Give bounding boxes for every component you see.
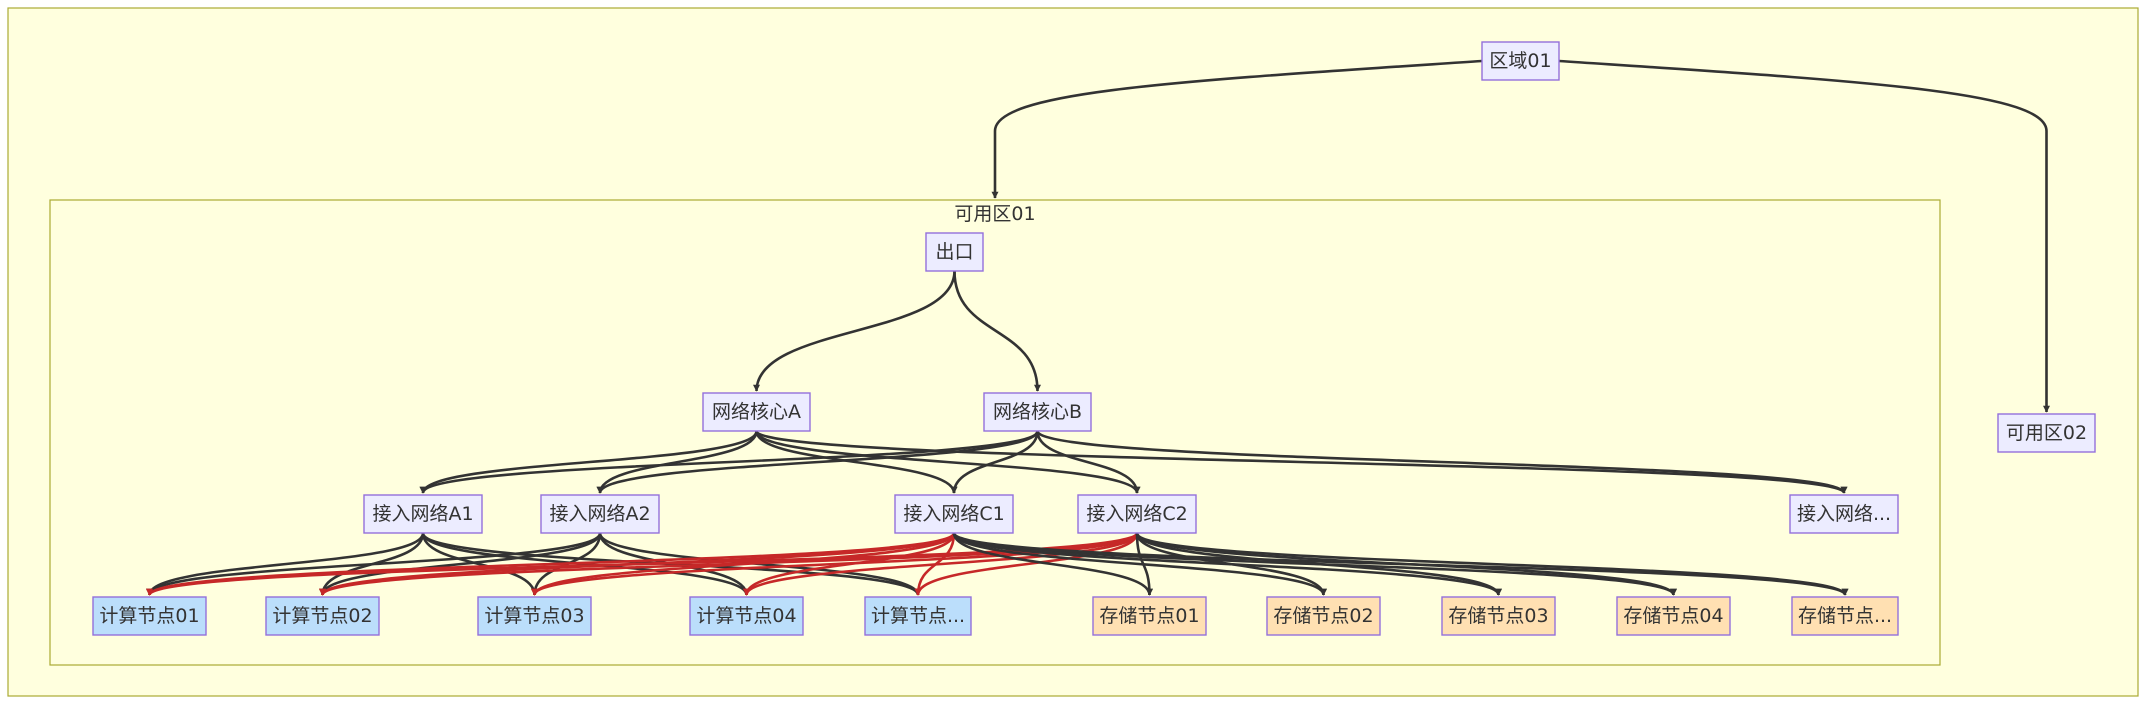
edge-accC2-to-cmpX [914,532,1139,596]
node-sto02[interactable]: 存储节点02 [1266,596,1381,636]
node-accX-box [1789,494,1899,534]
edge-accA1-to-cmp03 [421,532,538,596]
node-exit-box [925,232,984,272]
node-accX[interactable]: 接入网络... [1789,494,1899,534]
node-stoX-box [1791,596,1899,636]
node-cmp02[interactable]: 计算节点02 [265,596,380,636]
node-accC1-box [894,494,1014,534]
edge-accC1-to-sto01 [952,532,1153,596]
node-cmpX-box [864,596,972,636]
node-coreA-box [702,392,811,432]
edge-coreA-to-accA2 [596,430,758,494]
node-accC2-box [1077,494,1197,534]
edge-accC2-to-sto02 [1135,532,1327,596]
node-cmp02-box [265,596,380,636]
node-sto01-box [1092,596,1207,636]
node-sto02-label: 存储节点02 [1273,605,1373,627]
node-sto04[interactable]: 存储节点04 [1616,596,1731,636]
node-sto01[interactable]: 存储节点01 [1092,596,1207,636]
node-accA1[interactable]: 接入网络A1 [363,494,483,534]
node-exit-label: 出口 [935,241,973,263]
node-az02-box [1997,413,2096,453]
node-az02[interactable]: 可用区02 [1997,413,2096,453]
node-cmp01[interactable]: 计算节点01 [92,596,207,636]
node-accC1[interactable]: 接入网络C1 [894,494,1014,534]
edge-accC2-to-cmp02 [319,531,1139,597]
node-region01[interactable]: 区域01 [1481,41,1560,81]
node-coreB-label: 网络核心B [993,401,1082,423]
node-sto03-box [1441,596,1556,636]
node-accA1-label: 接入网络A1 [372,503,473,525]
node-cmp03[interactable]: 计算节点03 [477,596,592,636]
node-cmp04-label: 计算节点04 [696,605,796,627]
node-sto01-label: 存储节点01 [1099,605,1199,627]
node-cmp04-box [689,596,804,636]
clusters-layer: 可用区01 [7,7,2139,697]
edges-layer [146,59,2050,597]
node-cmp03-box [477,596,592,636]
edge-region01-to-az01 [991,59,1483,199]
edge-accA2-to-cmp01 [146,532,602,596]
node-sto02-box [1266,596,1381,636]
node-sto04-label: 存储节点04 [1623,605,1723,627]
node-accC2-label: 接入网络C2 [1086,503,1187,525]
edge-accC2-to-sto03 [1135,532,1502,596]
node-accC2[interactable]: 接入网络C2 [1077,494,1197,534]
node-cmpX[interactable]: 计算节点... [864,596,972,636]
node-accX-label: 接入网络... [1797,503,1891,525]
edge-coreB-to-accA1 [419,430,1039,494]
node-sto04-box [1616,596,1731,636]
edge-coreB-to-accX [1036,429,1848,495]
edge-region01-to-az02 [1558,59,2050,413]
node-accA1-box [363,494,483,534]
edge-coreB-to-accC2 [1036,430,1141,494]
node-accA2[interactable]: 接入网络A2 [540,494,660,534]
node-cmp03-label: 计算节点03 [484,605,584,627]
node-exit[interactable]: 出口 [925,232,984,272]
node-cmp01-label: 计算节点01 [99,605,199,627]
node-cmp02-label: 计算节点02 [272,605,372,627]
node-cmp01-box [92,596,207,636]
edge-accC2-to-sto01 [1135,532,1153,596]
node-az02-label: 可用区02 [2006,422,2087,444]
edge-accA2-to-cmp02 [319,532,602,596]
node-accC1-label: 接入网络C1 [903,503,1004,525]
node-coreB[interactable]: 网络核心B [983,392,1092,432]
cluster-az01: 可用区01 [49,199,1941,666]
node-coreB-box [983,392,1092,432]
edge-exit-to-coreA [753,270,956,392]
edge-accC2-to-cmp04 [743,532,1139,596]
edge-accA1-to-cmp01 [146,532,425,596]
edge-accC2-to-stoX [1135,532,1849,596]
cluster-az01-label: 可用区01 [954,203,1035,225]
edge-coreA-to-accC1 [755,430,958,494]
edge-coreB-to-accC1 [950,430,1039,494]
edge-accC2-to-cmp03 [531,532,1139,596]
edge-coreA-to-accX [755,429,1848,495]
node-sto03[interactable]: 存储节点03 [1441,596,1556,636]
node-coreA-label: 网络核心A [712,401,801,423]
edge-coreA-to-accA1 [419,430,758,494]
node-cmpX-label: 计算节点... [871,605,965,627]
node-stoX[interactable]: 存储节点... [1791,596,1899,636]
node-accA2-label: 接入网络A2 [549,503,650,525]
edge-accC1-to-sto02 [952,532,1327,596]
cluster-az01-box [49,199,1941,666]
node-stoX-label: 存储节点... [1798,605,1892,627]
node-sto03-label: 存储节点03 [1448,605,1548,627]
edge-coreB-to-accA2 [596,430,1039,494]
node-coreA[interactable]: 网络核心A [702,392,811,432]
edge-exit-to-coreB [953,270,1041,392]
node-region01-label: 区域01 [1489,50,1551,72]
node-region01-box [1481,41,1560,81]
node-cmp04[interactable]: 计算节点04 [689,596,804,636]
edge-coreA-to-accC2 [755,430,1141,494]
node-accA2-box [540,494,660,534]
